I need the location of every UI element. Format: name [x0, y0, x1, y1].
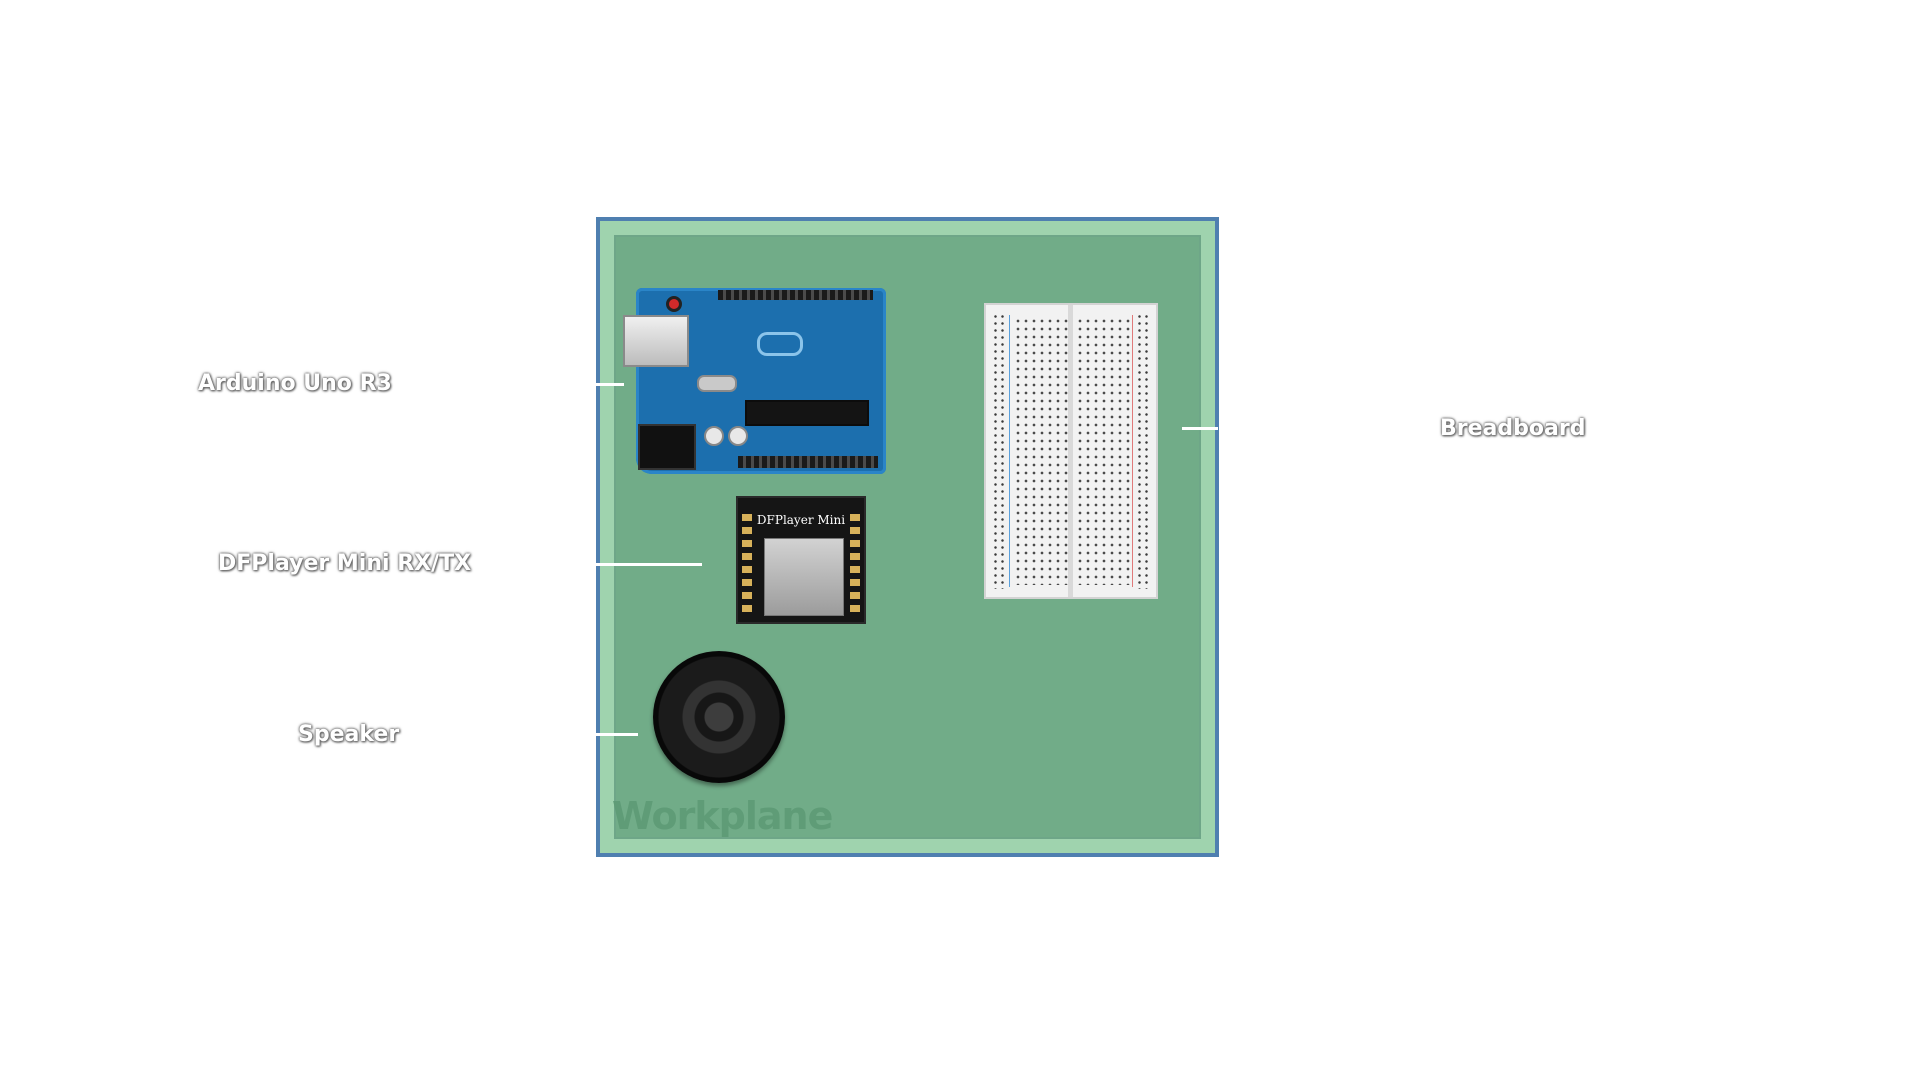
dfplayer-leader-line — [596, 563, 702, 566]
analog-header — [738, 456, 878, 468]
breadboard-leader-line — [1182, 427, 1218, 430]
terminal-strip — [1076, 317, 1130, 585]
capacitor — [728, 426, 748, 446]
pin-row — [850, 514, 860, 618]
microcontroller-chip — [745, 400, 869, 426]
power-rail — [992, 313, 1006, 589]
breadboard[interactable] — [984, 303, 1158, 599]
pin-row — [742, 514, 752, 618]
terminal-strip — [1014, 317, 1068, 585]
rail-line-blue — [1009, 315, 1010, 587]
crystal-oscillator — [697, 375, 737, 392]
center-channel — [1068, 305, 1073, 597]
speaker[interactable] — [653, 651, 785, 783]
sd-card-slot — [764, 538, 844, 616]
usb-port — [623, 315, 689, 367]
workplane-label: Workplane — [612, 794, 833, 838]
dfplayer-board-text: DFPlayer Mini — [756, 513, 846, 527]
rail-line-red — [1132, 315, 1133, 587]
speaker-leader-line — [596, 733, 638, 736]
dfplayer-mini-module[interactable]: DFPlayer Mini — [736, 496, 866, 624]
reset-button — [666, 296, 682, 312]
capacitor — [704, 426, 724, 446]
speaker-callout-label: Speaker — [298, 722, 400, 747]
dfplayer-callout-label: DFPlayer Mini RX/TX — [218, 551, 472, 576]
arduino-logo-icon — [757, 332, 803, 356]
power-jack — [638, 424, 696, 470]
breadboard-callout-label: Breadboard — [1440, 416, 1586, 441]
arduino-callout-label: Arduino Uno R3 — [198, 371, 392, 396]
power-rail — [1136, 313, 1150, 589]
digital-header — [718, 290, 873, 300]
arduino-leader-line — [596, 383, 624, 386]
